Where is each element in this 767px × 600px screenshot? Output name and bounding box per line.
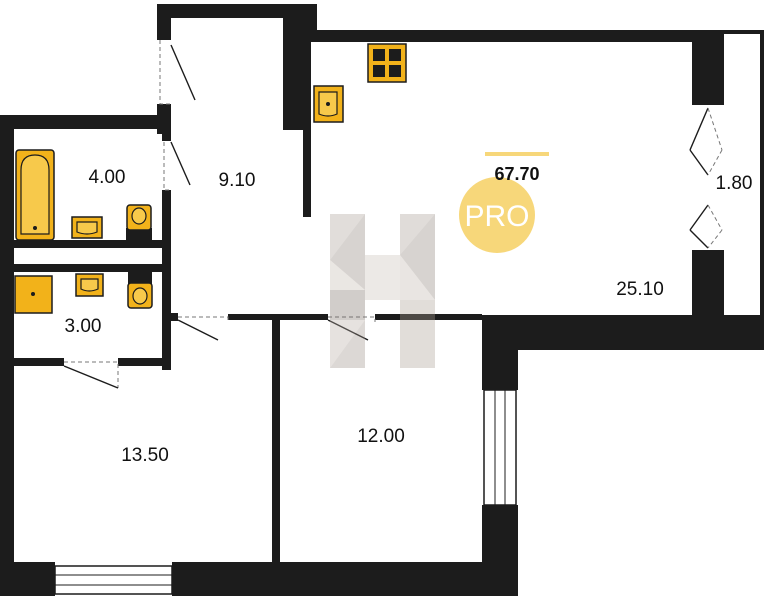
- window-bottom: [54, 565, 173, 595]
- room-area-bedroom-2: 12.00: [357, 426, 405, 447]
- room-area-toilet: 3.00: [65, 316, 102, 337]
- room-area-bathroom: 4.00: [89, 167, 126, 188]
- door-bedroom-1: [177, 316, 229, 341]
- sink-icon: [75, 273, 104, 297]
- badge-text: PRO: [464, 200, 529, 233]
- windows: [54, 105, 723, 595]
- window-bedroom-right: [483, 389, 517, 506]
- total-area: 67.70: [494, 164, 539, 184]
- h-logo-icon: [330, 214, 435, 368]
- washing-machine-icon: [14, 275, 53, 314]
- room-labels: 4.00 9.10 25.10 1.80 3.00 13.50 12.00: [65, 167, 753, 466]
- room-area-kitchen-living: 25.10: [616, 279, 664, 300]
- toilet-icon: [126, 204, 152, 242]
- door-bedroom-2: [327, 316, 376, 341]
- stove-icon: [367, 43, 407, 83]
- outer-walls: [0, 4, 764, 596]
- fixtures: [14, 43, 407, 314]
- room-area-hall: 9.10: [219, 170, 256, 191]
- doors: [63, 40, 376, 389]
- pro-badge: PRO 67.70: [459, 152, 549, 253]
- toilet-icon: [127, 272, 153, 309]
- loggia-door: [689, 105, 723, 250]
- sink-icon: [71, 216, 103, 239]
- badge-circle: [459, 177, 535, 253]
- door-bathroom: [163, 141, 191, 191]
- interior-walls: [14, 18, 482, 562]
- door-toilet: [63, 361, 119, 389]
- room-area-bedroom-1: 13.50: [121, 445, 169, 466]
- door-entrance: [159, 40, 196, 105]
- room-area-loggia: 1.80: [716, 173, 753, 194]
- bathtub-icon: [15, 149, 55, 241]
- kitchen-sink-icon: [313, 85, 344, 123]
- total-area-underline: [485, 152, 549, 156]
